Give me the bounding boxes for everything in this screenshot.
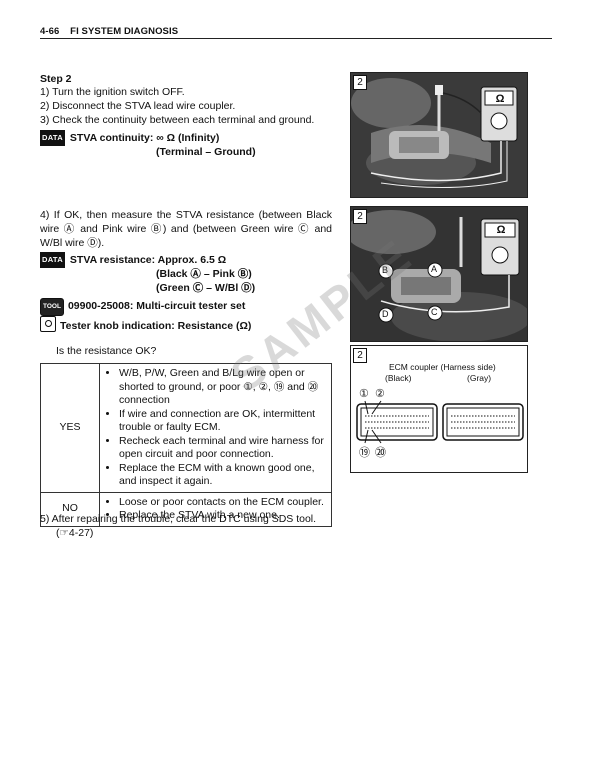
step-item-3: 3) Check the continuity between each ter… bbox=[40, 114, 315, 126]
list-item: If wire and connection are OK, intermitt… bbox=[119, 408, 326, 435]
figure-label: 2 bbox=[353, 75, 367, 90]
step-item-2: 2) Disconnect the STVA lead wire coupler… bbox=[40, 100, 236, 112]
header-divider bbox=[40, 38, 552, 39]
step4-text: 4) If OK, then measure the STVA resistan… bbox=[40, 209, 332, 249]
letter-a: A bbox=[431, 264, 438, 274]
pin-19: ⑳ bbox=[375, 447, 386, 459]
knob-label: Tester knob indication: Resistance (Ω) bbox=[60, 320, 252, 332]
coupler-title: ECM coupler (Harness side) bbox=[389, 362, 496, 372]
resistance-label: STVA resistance: Approx. 6.5 Ω bbox=[69, 254, 227, 266]
knob-spec: Tester knob indication: Resistance (Ω) bbox=[40, 316, 251, 333]
resistance-photo bbox=[351, 207, 527, 341]
resistance-figure: 2 Ω B A D C bbox=[350, 206, 528, 342]
table-row: YES W/B, P/W, Green and B/Lg wire open o… bbox=[40, 363, 332, 493]
question-text: Is the resistance OK? bbox=[56, 345, 157, 357]
list-item: W/B, P/W, Green and B/Lg wire open or sh… bbox=[119, 367, 326, 408]
coupler-left-label: (Black) bbox=[385, 373, 412, 383]
continuity-spec: DATA STVA continuity: ∞ Ω (Infinity) bbox=[40, 130, 219, 146]
figure-label: 2 bbox=[353, 348, 367, 363]
step-title: Step 2 bbox=[40, 73, 72, 85]
page-number: 4-66 bbox=[40, 26, 60, 37]
ohm-icon: Ω bbox=[495, 93, 505, 105]
figure-label: 2 bbox=[353, 209, 367, 224]
list-item: Replace the STVA with a new one. bbox=[119, 509, 326, 523]
yes-cell: YES bbox=[40, 363, 100, 493]
letter-c: C bbox=[431, 307, 438, 317]
no-cell: NO bbox=[40, 491, 100, 527]
ohm-icon: Ω bbox=[496, 224, 506, 236]
yes-actions: W/B, P/W, Green and B/Lg wire open or sh… bbox=[99, 363, 332, 493]
pin-18: ⑲ bbox=[359, 447, 370, 459]
tool-badge: TOOL bbox=[40, 298, 64, 316]
diagnosis-table: YES W/B, P/W, Green and B/Lg wire open o… bbox=[40, 363, 332, 527]
tool-label: 09900-25008: Multi-circuit tester set bbox=[67, 300, 246, 312]
data-badge: DATA bbox=[40, 130, 65, 146]
letter-d: D bbox=[382, 309, 389, 319]
no-actions: Loose or poor contacts on the ECM couple… bbox=[99, 491, 332, 527]
pin-2: ② bbox=[375, 388, 385, 400]
step5-line2: (☞4-27) bbox=[56, 527, 94, 539]
step-item-1: 1) Turn the ignition switch OFF. bbox=[40, 86, 185, 98]
resistance-line2: (Black Ⓐ – Pink Ⓑ) bbox=[156, 268, 252, 280]
continuity-sub: (Terminal – Ground) bbox=[156, 146, 256, 158]
list-item: Recheck each terminal and wire harness f… bbox=[119, 435, 326, 462]
resistance-spec: DATA STVA resistance: Approx. 6.5 Ω bbox=[40, 252, 226, 268]
letter-b: B bbox=[382, 265, 389, 275]
list-item: Replace the ECM with a known good one, a… bbox=[119, 462, 326, 489]
coupler-right-label: (Gray) bbox=[467, 373, 492, 383]
section-title: FI SYSTEM DIAGNOSIS bbox=[70, 26, 179, 37]
table-row: NO Loose or poor contacts on the ECM cou… bbox=[40, 491, 332, 527]
coupler-drawing bbox=[356, 400, 524, 444]
tester-knob-icon bbox=[40, 316, 56, 332]
data-badge: DATA bbox=[40, 252, 65, 268]
page-header: 4-66 FI SYSTEM DIAGNOSIS bbox=[40, 26, 178, 37]
list-item: Loose or poor contacts on the ECM couple… bbox=[119, 496, 326, 510]
step5-line1: 5) After repairing the trouble, clear th… bbox=[40, 513, 317, 525]
continuity-photo bbox=[351, 73, 527, 197]
pin-1: ① bbox=[359, 388, 369, 400]
coupler-figure: 2 ECM coupler (Harness side) (Black) (Gr… bbox=[350, 345, 528, 473]
continuity-label: STVA continuity: ∞ Ω (Infinity) bbox=[69, 132, 220, 144]
resistance-line3: (Green Ⓒ – W/Bl Ⓓ) bbox=[156, 282, 256, 294]
continuity-figure: 2 Ω bbox=[350, 72, 528, 198]
